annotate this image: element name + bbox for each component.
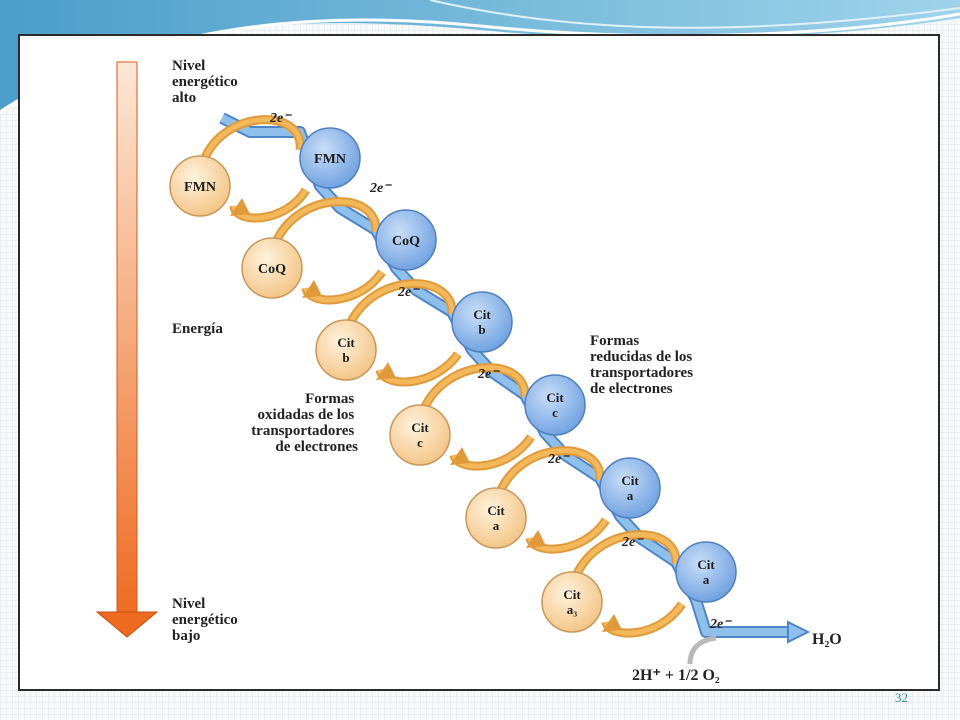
carrier-label: b	[342, 350, 349, 365]
cycle-arrow-upper-fill	[273, 199, 379, 244]
carrier-label: b	[478, 322, 485, 337]
carrier-label: Cit	[621, 473, 639, 488]
electron-pair-label: 2e⁻	[397, 285, 420, 300]
carrier-label: CoQ	[392, 234, 420, 249]
carrier-circle	[389, 404, 451, 466]
oxidized-carrier-fmn: FMN	[169, 155, 231, 217]
label-formas-reducidas: Formas reducidas de los transportadores …	[590, 333, 697, 397]
label-energia: Energía	[172, 321, 223, 337]
cycle-arrow-upper-fill	[347, 281, 455, 326]
carrier-label: Cit	[473, 307, 491, 322]
cycle-arrowhead	[602, 614, 622, 632]
carrier-label: Cit	[697, 557, 715, 572]
label-nivel-energetico-alto: Nivel energético alto	[172, 58, 242, 106]
electron-pair-label: 2e⁻	[269, 111, 292, 126]
carrier-circle	[541, 571, 603, 633]
cycle-arrow-upper-fill	[421, 365, 528, 411]
reduced-carrier-fmn: FMN	[299, 127, 361, 189]
carrier-label: a	[627, 488, 634, 503]
carrier-circle	[465, 487, 527, 549]
carrier-cycle-fmn: FMN FMN	[169, 115, 361, 223]
electron-pair-label: 2e⁻	[369, 181, 392, 196]
carrier-circle	[315, 319, 377, 381]
carrier-label: Cit	[563, 587, 581, 602]
carrier-label: a₃	[567, 602, 578, 617]
electron-pair-label: 2e⁻	[621, 535, 644, 550]
carrier-label: Cit	[487, 503, 505, 518]
carrier-label: Cit	[411, 420, 429, 435]
carrier-circle	[451, 291, 513, 353]
cycle-arrowhead	[302, 280, 322, 298]
carrier-circle	[524, 374, 586, 436]
electron-labels: 2e⁻ 2e⁻ 2e⁻ 2e⁻ 2e⁻ 2e⁻ 2e⁻	[269, 111, 732, 632]
cycle-arrowhead	[526, 530, 546, 548]
electron-pair-label: 2e⁻	[709, 617, 732, 632]
electron-path-arrowhead	[787, 620, 811, 644]
cycle-arrowhead	[450, 447, 470, 465]
carrier-label: c	[417, 435, 423, 450]
carrier-cycle-coq: CoQ CoQ	[241, 197, 437, 305]
reduced-carrier-coq: CoQ	[375, 209, 437, 271]
carrier-circle	[169, 155, 231, 217]
label-reactants: 2H⁺ + 1/2 O₂	[632, 667, 720, 684]
label-nivel-energetico-bajo: Nivel energético bajo	[172, 596, 242, 644]
carrier-circle	[375, 209, 437, 271]
carrier-label: c	[552, 405, 558, 420]
electron-pair-label: 2e⁻	[547, 452, 570, 467]
reactant-input-arc	[687, 635, 717, 665]
carrier-label: CoQ	[258, 262, 286, 277]
cycle-arrow-upper-fill	[573, 532, 679, 578]
cycle-arrowhead	[230, 198, 250, 216]
carrier-circle	[241, 237, 303, 299]
carrier-label: Cit	[337, 335, 355, 350]
carrier-label: Cit	[546, 390, 564, 405]
oxidized-carrier-coq: CoQ	[241, 237, 303, 299]
cycle-arrow-upper-fill	[497, 448, 603, 494]
carriers-layer: FMNFMNCoQCoQCitbCitbCitcCitcCitaCitaCita…	[169, 115, 737, 638]
cycle-arrowhead	[376, 362, 396, 380]
carrier-circle	[675, 541, 737, 603]
label-formas-oxidadas: Formas oxidadas de los transportadores d…	[251, 391, 358, 455]
cycle-arrow-upper-fill	[201, 117, 303, 161]
electron-pair-label: 2e⁻	[477, 367, 500, 382]
energy-gradient-arrow	[95, 61, 159, 638]
carrier-circle	[299, 127, 361, 189]
carrier-label: a	[493, 518, 500, 533]
carrier-label: FMN	[184, 180, 216, 195]
label-water: H₂O	[812, 631, 842, 648]
carrier-label: a	[703, 572, 710, 587]
slide-number: 32	[895, 690, 908, 705]
carrier-label: FMN	[314, 152, 346, 167]
carrier-circle	[599, 457, 661, 519]
